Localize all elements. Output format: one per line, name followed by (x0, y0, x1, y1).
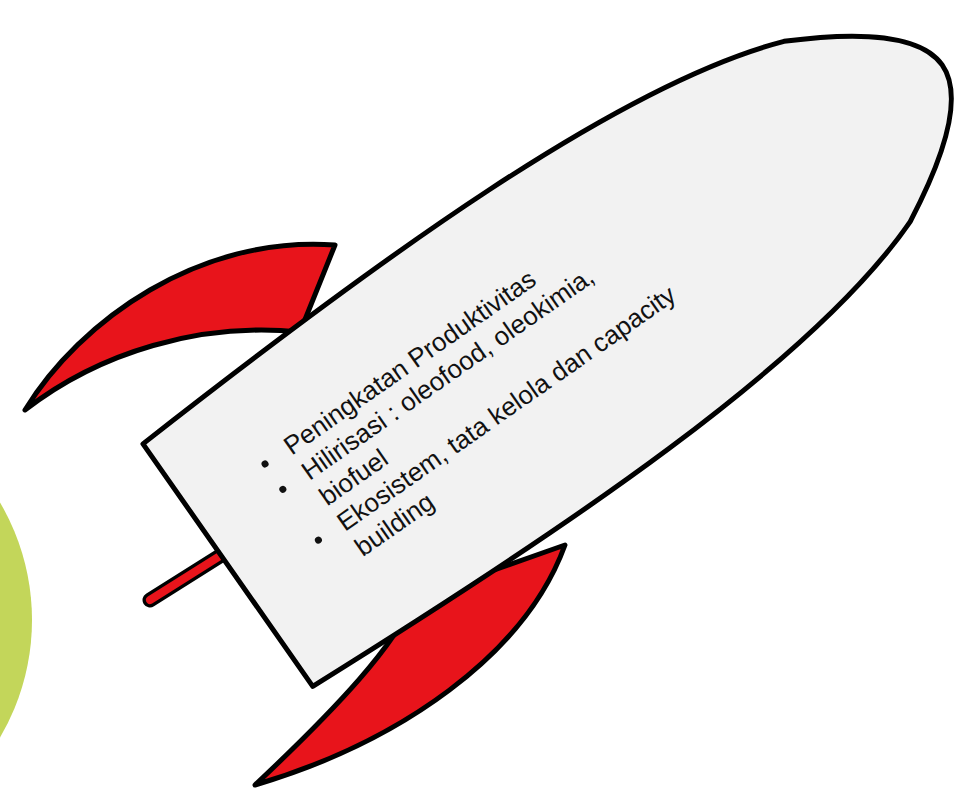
rocket-body: Peningkatan ProduktivitasHilirisasi : ol… (127, 0, 959, 707)
green-circle (0, 388, 32, 790)
rocket-hull (137, 0, 959, 695)
